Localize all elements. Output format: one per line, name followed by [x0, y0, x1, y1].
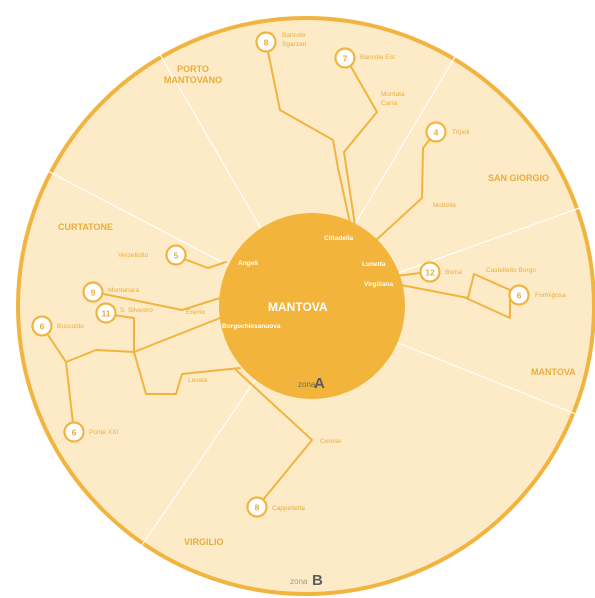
badge-verzellotto: 5 Verzellotto: [118, 244, 187, 266]
stop-montata-carra-1: Montata: [381, 91, 405, 98]
badge-label: Buscoldo: [57, 323, 84, 330]
badge-ponte-xxi: 6 Ponte XXI: [63, 421, 118, 443]
stop-borgochiesanuova: Borgochiesanuova: [222, 323, 281, 330]
stop-cittadella: Cittadella: [324, 235, 354, 242]
sector-virgilio: VIRGILIO: [184, 537, 224, 547]
stop-montata-carra-2: Carra: [381, 100, 398, 107]
zone-a-circle: [219, 213, 405, 399]
badge-label: Verzellotto: [118, 252, 149, 259]
badge-number: 8: [255, 503, 260, 513]
route-buscoldo: [41, 317, 221, 363]
badge-label: Formigosa: [535, 292, 566, 299]
stop-eremo: Eremo: [186, 309, 206, 316]
route-montanara: [93, 291, 221, 311]
badge-number: 6: [40, 322, 45, 332]
stop-mottella: Mottella: [433, 202, 456, 209]
badge-label: S. Silvestro: [120, 307, 153, 314]
badge-label: Bancole Est: [360, 54, 395, 61]
badge-montanara: 9 Montanara: [82, 281, 139, 303]
sector-porto-mantovano-2: MANTOVANO: [164, 75, 222, 85]
sector-porto-mantovano-1: PORTO: [177, 64, 209, 74]
badge-number: 6: [517, 291, 522, 301]
zone-b-letter: B: [312, 572, 323, 589]
stop-castelletto-borgo: Castelletto Borgo: [486, 267, 536, 274]
badge-label: Ponte XXI: [89, 429, 118, 436]
badge-number: 6: [72, 428, 77, 438]
stop-cerese: Cerese: [320, 438, 341, 445]
route-verzellotto: [175, 255, 227, 269]
badge-number: 4: [434, 128, 439, 138]
stop-levata: Levata: [188, 377, 208, 384]
sector-san-giorgio: SAN GIORGIO: [488, 173, 549, 183]
badge-number: 12: [425, 268, 435, 278]
badge-number: 5: [174, 251, 179, 261]
sector-curtatone: CURTATONE: [58, 222, 113, 232]
badge-formigosa: 6 Formigosa: [508, 284, 566, 306]
badge-bancole-est: 7 Bancole Est: [334, 47, 395, 69]
badge-tripoli: 4 Tripoli: [425, 121, 469, 143]
route-bancole-est: [343, 57, 378, 233]
route-levata: [133, 351, 241, 395]
badge-number: 9: [91, 288, 96, 298]
routes: [41, 41, 511, 507]
sector-mantova: MANTOVA: [531, 367, 576, 377]
zone-a-word: zona: [298, 380, 316, 389]
badge-cappelletta: 8 Cappelletta: [246, 496, 305, 518]
badge-number: 11: [102, 309, 111, 319]
route-cappelletta: [235, 369, 313, 507]
route-bancole-sgarzari: [265, 41, 353, 233]
badge-number: 8: [264, 38, 269, 48]
badge-label: Tripoli: [452, 129, 469, 136]
badge-label-2: Sgarzari: [282, 41, 306, 48]
stop-virgiliana: Virgiliana: [364, 281, 394, 288]
route-formigosa: [395, 273, 511, 319]
badge-bancole-sgarzari: 8 Bancole Sgarzari: [255, 31, 306, 53]
badge-boma: 12 Boma: [419, 261, 462, 283]
badge-label: Bancole: [282, 32, 306, 39]
stop-angeli: Angeli: [238, 260, 258, 267]
badge-label: Boma: [445, 269, 462, 276]
badge-label: Montanara: [108, 287, 139, 294]
badge-buscoldo: 6 Buscoldo: [31, 315, 84, 337]
route-ponte-xxi: [65, 361, 75, 433]
badge-s-silvestro: 11 S. Silvestro: [95, 302, 153, 324]
zone-a-letter: A: [314, 375, 325, 392]
stop-lunetta: Lunetta: [362, 261, 386, 268]
badge-label: Cappelletta: [272, 505, 305, 512]
badge-number: 7: [343, 54, 348, 64]
center-title: MANTOVA: [268, 300, 328, 314]
zone-b-word: zona: [290, 577, 308, 586]
